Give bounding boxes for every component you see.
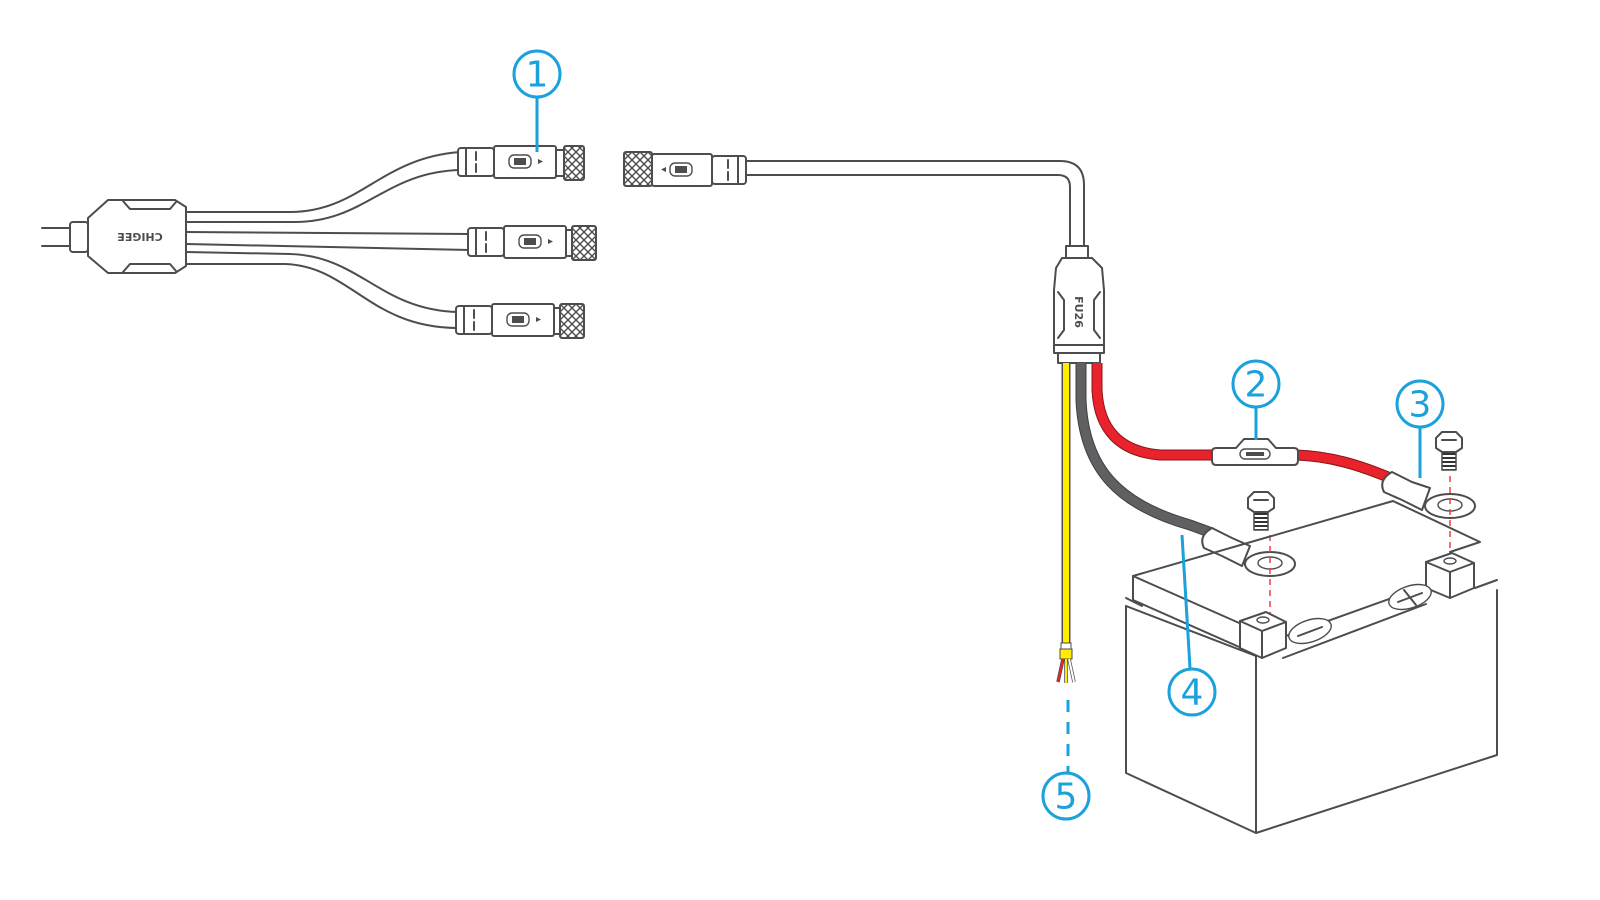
svg-text:4: 4 xyxy=(1181,673,1204,714)
connector-middle xyxy=(467,225,597,261)
branch-cable-middle xyxy=(185,231,471,251)
svg-text:1: 1 xyxy=(526,55,549,96)
main-cable xyxy=(41,227,71,247)
negative-ring-terminal xyxy=(1201,527,1296,577)
connector-top xyxy=(457,145,585,181)
negative-bolt xyxy=(1247,491,1275,531)
callout-4: 4 xyxy=(1167,534,1217,717)
splitter-body: CHIGEE xyxy=(69,199,187,274)
callout-2: 2 xyxy=(1231,359,1281,440)
branch-cable-top xyxy=(185,151,461,223)
negative-symbol xyxy=(1288,617,1332,645)
positive-wire xyxy=(1091,363,1398,486)
positive-bolt xyxy=(1435,431,1463,471)
svg-text:5: 5 xyxy=(1055,777,1078,818)
battery xyxy=(1125,500,1498,834)
positive-symbol xyxy=(1388,583,1432,611)
fuse-holder xyxy=(1211,438,1299,466)
power-connector xyxy=(623,151,747,187)
connector-bottom xyxy=(455,303,585,339)
splitter-brand-label: CHIGEE xyxy=(117,230,162,243)
power-cable xyxy=(745,160,1085,247)
branch-cable-bottom xyxy=(185,251,459,329)
svg-text:2: 2 xyxy=(1245,365,1268,406)
callout-3: 3 xyxy=(1395,379,1445,478)
callout-5: 5 xyxy=(1041,700,1091,821)
svg-text:3: 3 xyxy=(1409,385,1432,426)
junction-block: FU26 xyxy=(1053,245,1105,364)
junction-label: FU26 xyxy=(1072,296,1085,328)
callout-1: 1 xyxy=(512,49,562,152)
signal-wire xyxy=(1056,363,1076,683)
positive-ring-terminal xyxy=(1381,471,1476,519)
negative-wire xyxy=(1075,363,1214,539)
